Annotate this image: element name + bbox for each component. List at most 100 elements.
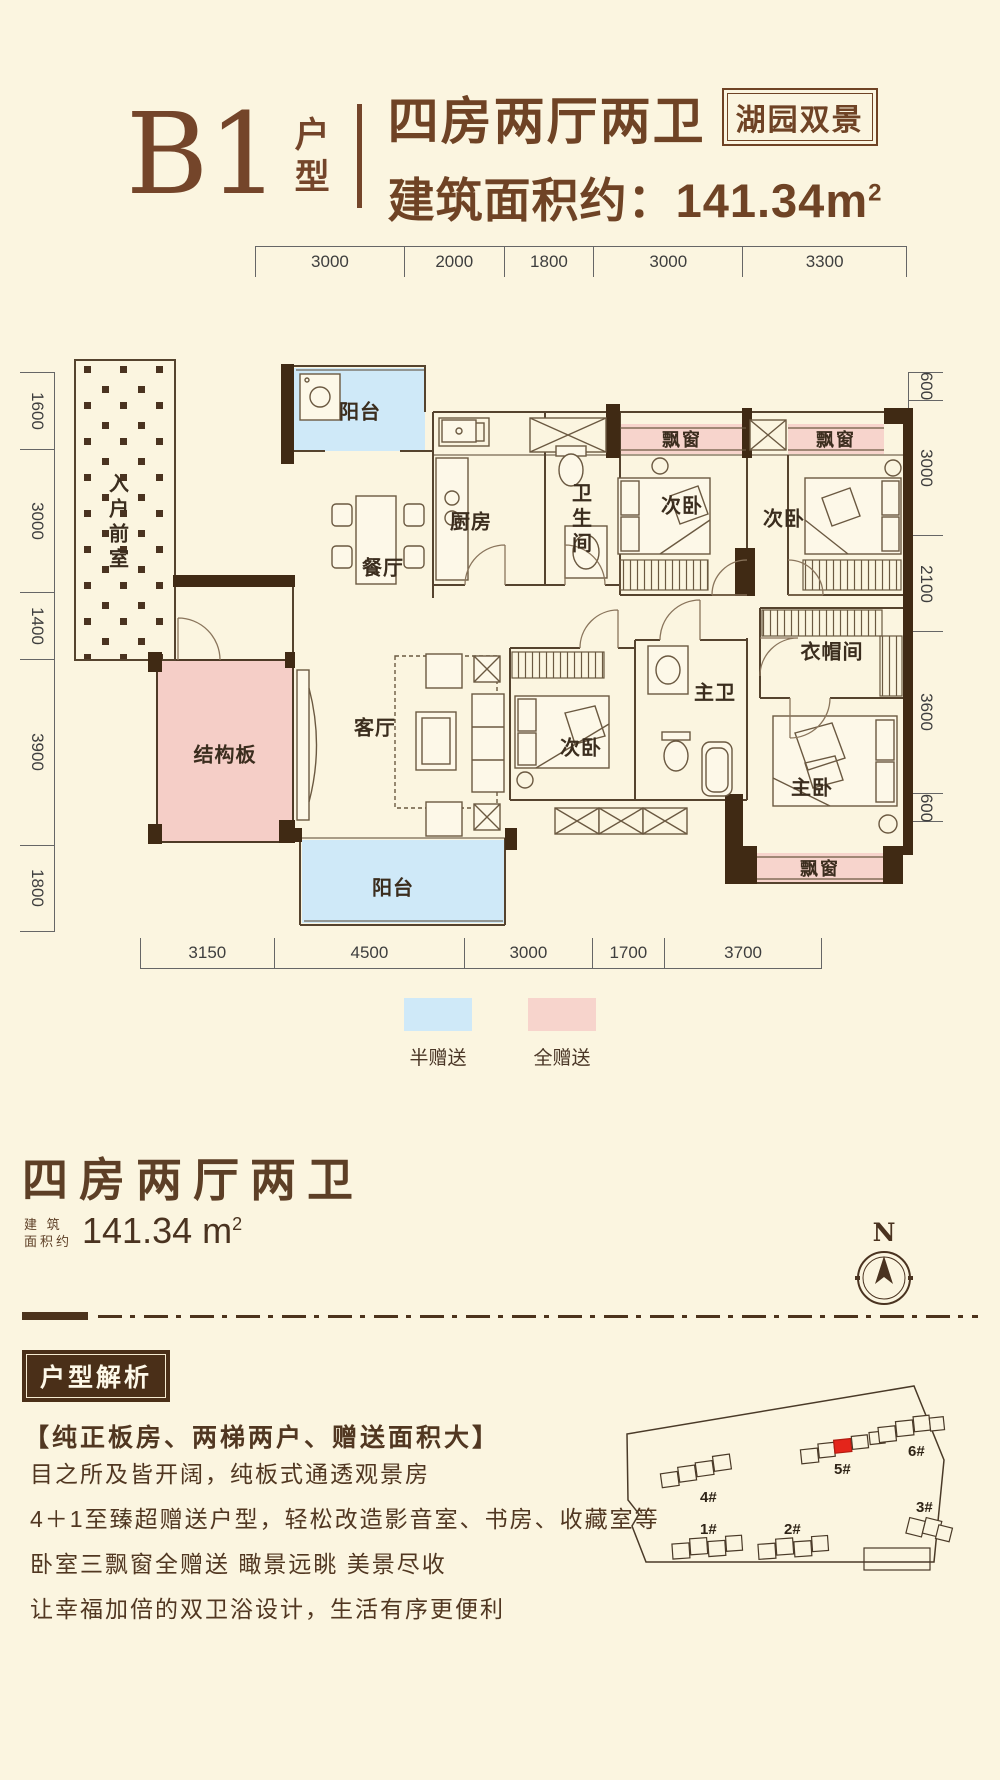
furniture (296, 373, 902, 837)
analysis-line-2: 4＋1至臻超赠送户型，轻松改造影音室、书房、收藏室等 (30, 1506, 660, 1532)
room-label-bedroom-2: 次卧 (763, 508, 805, 531)
room-label-bay-2: 飘窗 (816, 430, 856, 450)
summary-area-unit-exp: 2 (232, 1214, 243, 1234)
plan-code: B1 (126, 90, 280, 221)
summary-title: 四房两厅两卫 (22, 1154, 364, 1206)
dimension-segment: 3000 (464, 938, 591, 968)
area-unit: m (825, 174, 869, 227)
door-swings (177, 544, 831, 739)
building-label-5: 5# (834, 1461, 851, 1478)
dimension-value: 3150 (188, 943, 227, 962)
header-divider (356, 103, 362, 208)
dimension-segment: 3000 (909, 399, 943, 536)
room-label-closet: 衣帽间 (800, 641, 864, 664)
building-label-4: 4# (700, 1489, 717, 1506)
highlighted-unit (832, 1437, 853, 1454)
header-area: 建筑面积约：141.34m2 (388, 162, 883, 231)
bay-window-frames (620, 427, 884, 880)
summary-area-value: 141.34 m2 (82, 1210, 242, 1252)
site-boundary (626, 1385, 945, 1563)
compass-icon (855, 1251, 913, 1305)
summary-area-label-line1: 建 筑 (24, 1217, 63, 1232)
analysis-headline: 【纯正板房、两梯两户、赠送面积大】 (24, 1424, 501, 1452)
plan-type-label: 户型 (289, 115, 329, 200)
dimension-segment: 2100 (909, 535, 943, 630)
floor-plan-drawing (74, 359, 913, 926)
dimension-value: 1800 (530, 252, 568, 271)
dimension-segment: 2000 (403, 247, 504, 277)
summary-area-label: 建 筑 面积约 (24, 1216, 72, 1250)
dimension-value: 1400 (28, 607, 48, 645)
room-label-entry: 入户前室 (105, 473, 128, 573)
analysis-badge: 户型解析 (22, 1350, 171, 1402)
building-label-1: 1# (700, 1521, 717, 1538)
legend-item-half-gift: 半赠送 (404, 998, 472, 1070)
entry-room-shape (74, 359, 176, 661)
dimension-segment: 3700 (664, 938, 821, 968)
full-gift-swatch (528, 998, 596, 1031)
analysis-lines: 目之所及皆开阔，纯板式通透观景房 4＋1至臻超赠送户型，轻松改造影音室、书房、收… (30, 1452, 660, 1632)
summary-area-unit: m (202, 1210, 233, 1251)
room-label-bay-1: 飘窗 (662, 430, 702, 450)
dimension-segment: 1700 (591, 938, 665, 968)
room-label-balcony-bottom: 阳台 (372, 877, 414, 900)
site-plan: 4# 5# 6# 3# 1# 2# (626, 1385, 954, 1571)
summary-area-label-line2: 面积约 (24, 1234, 73, 1249)
room-label-master-bath: 主卫 (694, 682, 736, 705)
room-label-master-bedroom: 主卧 (791, 777, 833, 800)
section-divider (22, 1312, 978, 1320)
analysis-line-1: 目之所及皆开阔，纯板式通透观景房 (30, 1461, 430, 1487)
compass-north-label: N (872, 1218, 896, 1247)
dimension-segment: 1800 (503, 247, 594, 277)
dimension-value: 2000 (435, 252, 474, 271)
site-building-labels: 4# 5# 6# 3# 1# 2# (700, 1443, 933, 1538)
building-label-2: 2# (784, 1521, 801, 1538)
building-label-6: 6# (908, 1443, 925, 1460)
floor-plan: 入户前室 阳台 餐厅 厨房 卫生间 次卧 飘窗 飘窗 次卧 衣帽间 客厅 结构板… (60, 308, 920, 938)
legend-item-full-gift: 全赠送 (528, 998, 596, 1070)
dimension-segment: 1400 (20, 591, 54, 659)
dimension-value: 3000 (649, 252, 688, 271)
building-label-3: 3# (916, 1499, 933, 1516)
header: B1 户型 四房两厅两卫 湖园双景 建筑面积约：141.34m2 (126, 80, 882, 231)
windows (438, 417, 787, 835)
room-label-kitchen: 厨房 (450, 511, 492, 534)
compass: N (852, 1218, 916, 1309)
room-label-slab: 结构板 (193, 744, 257, 767)
dimension-segment: 3900 (20, 659, 54, 845)
full-gift-label: 全赠送 (533, 1048, 591, 1069)
wardrobes (511, 559, 903, 697)
dimension-value: 4500 (350, 943, 389, 962)
room-label-bedroom-1: 次卧 (661, 495, 703, 518)
legend: 半赠送 全赠送 (0, 998, 1000, 1070)
dimension-segment: 1800 (20, 844, 54, 931)
summary-area: 建 筑 面积约 141.34 m2 (24, 1210, 242, 1252)
dimension-segment: 3150 (141, 938, 274, 968)
dimension-segment: 4500 (273, 938, 465, 968)
analysis-line-3: 卧室三飘窗全赠送 瞰景远眺 美景尽收 (30, 1551, 447, 1577)
dimension-segment: 3600 (909, 630, 943, 793)
half-gift-label: 半赠送 (409, 1048, 467, 1069)
area-label: 建筑面积约： (387, 174, 676, 227)
dimension-value: 3700 (724, 943, 762, 962)
room-label-balcony-top: 阳台 (339, 401, 381, 424)
dimension-segment: 3000 (593, 247, 742, 277)
dimension-value: 3900 (28, 733, 48, 772)
area-value: 141.34 (675, 174, 826, 227)
gift-zones (156, 368, 884, 923)
header-right: 四房两厅两卫 湖园双景 建筑面积约：141.34m2 (388, 80, 883, 231)
dimension-value: 1800 (28, 869, 48, 908)
room-label-dining: 餐厅 (362, 557, 404, 580)
site-buildings (659, 1414, 954, 1571)
page-title: 四房两厅两卫 (387, 93, 706, 150)
dimension-value: 1700 (609, 943, 648, 962)
walls-dark (148, 364, 913, 884)
room-label-bay-3: 飘窗 (800, 859, 840, 879)
analysis-line-4: 让幸福加倍的双卫浴设计，生活有序更便利 (30, 1596, 505, 1622)
dimension-value: 3000 (311, 252, 349, 271)
dimension-segment: 600 (909, 793, 943, 822)
dimension-bar-bottom: 3150 4500 3000 1700 3700 (140, 938, 822, 969)
